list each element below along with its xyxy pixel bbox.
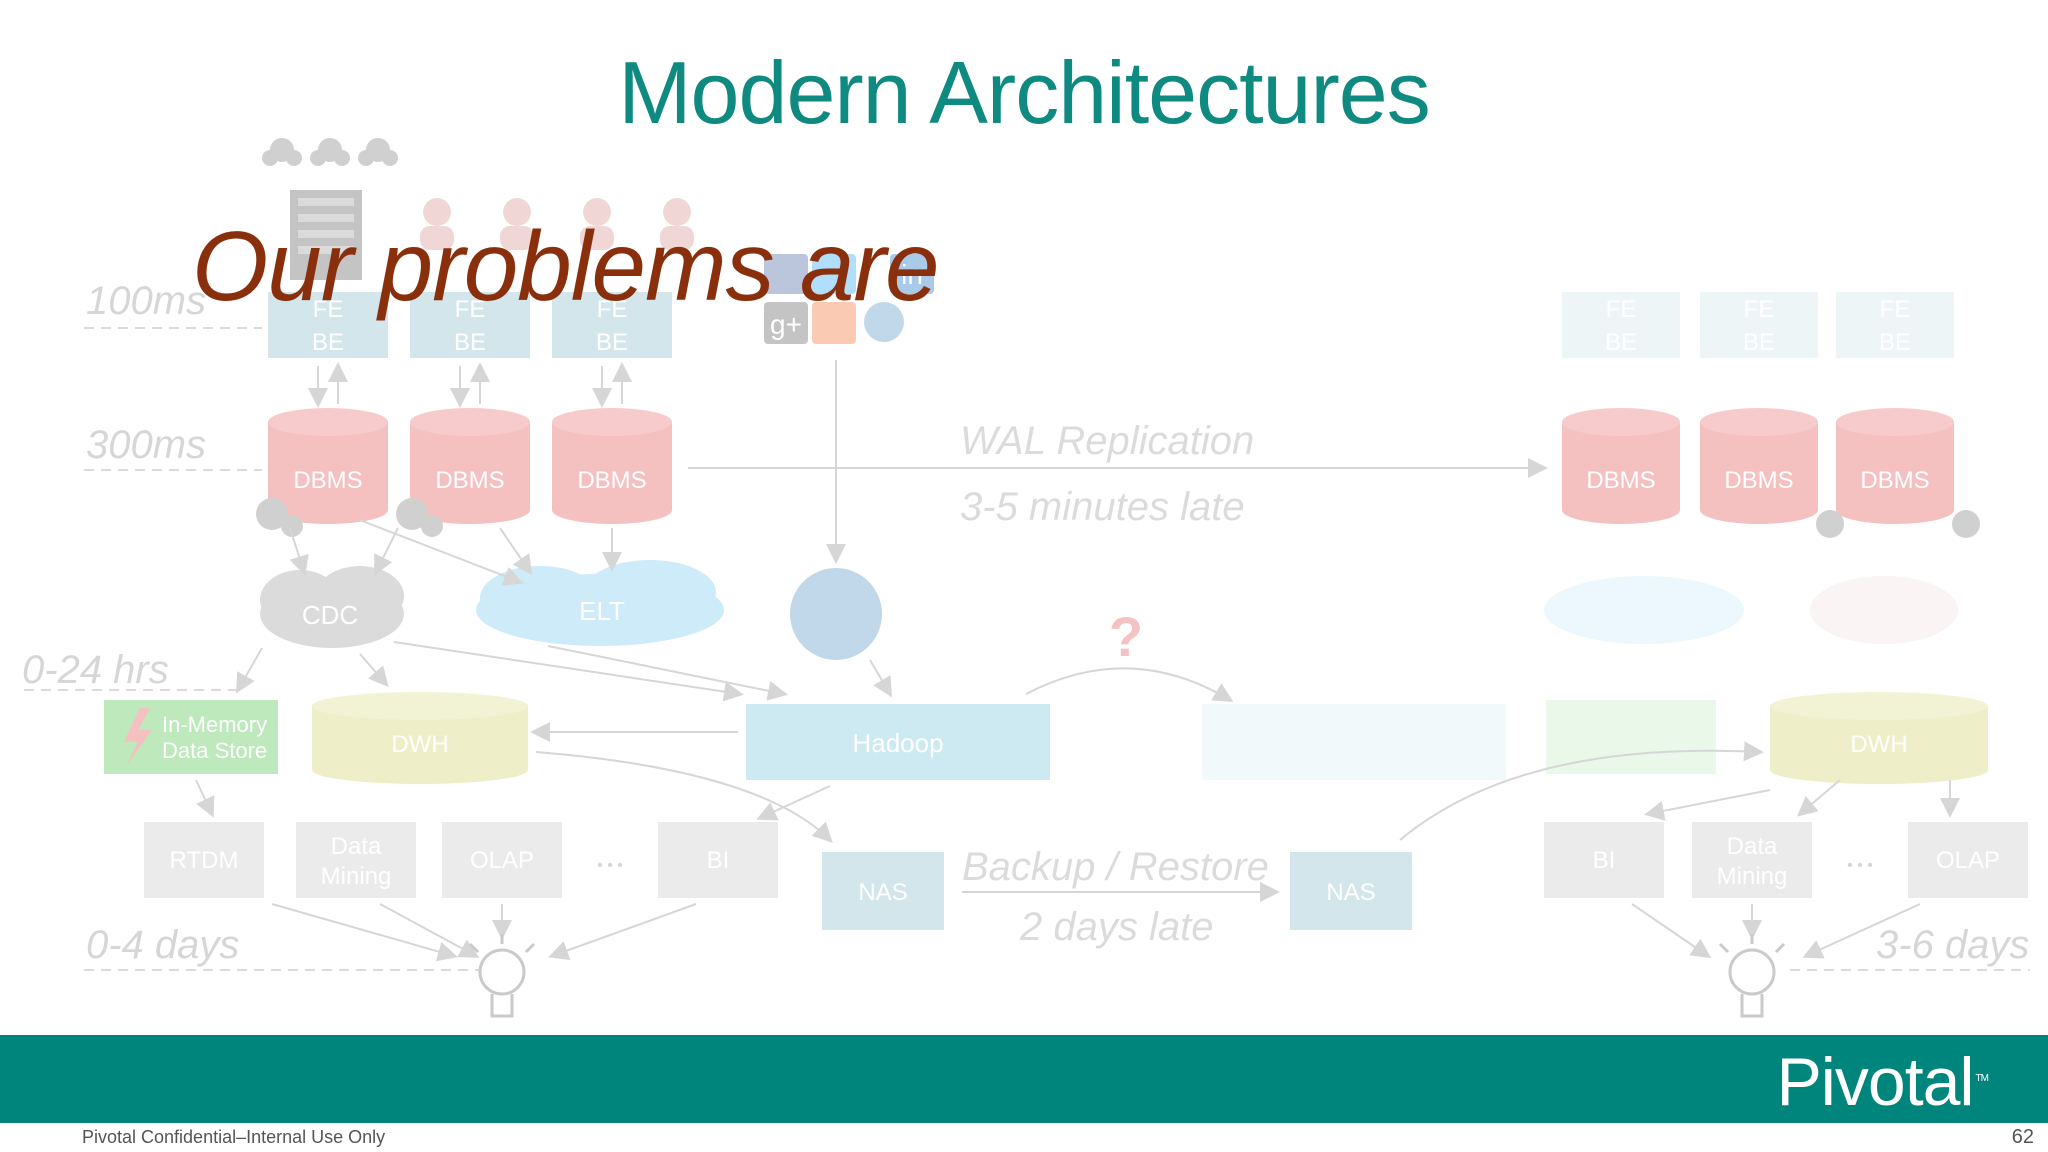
dwh-right bbox=[1770, 692, 1988, 784]
olap-label: OLAP bbox=[1936, 847, 2000, 874]
dwh-left bbox=[312, 692, 528, 784]
latency-label-3-6days: 3-6 days bbox=[1876, 923, 2029, 967]
nas-box-right bbox=[1290, 852, 1412, 930]
dbms-cylinders-left: DBMS DBMS DBMS bbox=[268, 408, 672, 524]
dbms-label: DBMS bbox=[1586, 467, 1655, 494]
ellipsis-label: • • • bbox=[1847, 857, 1873, 874]
backup-delay: 2 days late bbox=[1019, 905, 1213, 949]
latency-label-300ms: 300ms bbox=[86, 423, 206, 467]
cdc-cloud bbox=[260, 566, 404, 648]
olap-label: OLAP bbox=[470, 847, 534, 874]
dbms-label: DBMS bbox=[1724, 467, 1793, 494]
fe-label: FE bbox=[1880, 296, 1911, 323]
report-boxes-right bbox=[1544, 822, 2028, 898]
overlay-text: Our problems are bbox=[192, 211, 940, 321]
latency-label-100ms: 100ms bbox=[86, 279, 206, 323]
lightbulb-icon bbox=[468, 934, 536, 1018]
logo-trademark: TM bbox=[1975, 1073, 1989, 1085]
data-mining-label: Data bbox=[331, 833, 382, 860]
page-number: 62 bbox=[2011, 1126, 2034, 1148]
be-label: BE bbox=[454, 329, 486, 356]
right-clouds bbox=[1544, 576, 1958, 644]
latency-label-0-4days: 0-4 days bbox=[86, 923, 239, 967]
data-mining-label: Data bbox=[1727, 833, 1778, 860]
be-label: BE bbox=[1605, 329, 1637, 356]
wal-delay: 3-5 minutes late bbox=[960, 485, 1245, 529]
fe-be-group-left: FE BE FE BE FE BE bbox=[268, 292, 672, 358]
in-memory-label: Data Store bbox=[162, 738, 267, 763]
report-boxes-left bbox=[144, 822, 778, 898]
nas-box-left bbox=[822, 852, 944, 930]
bi-label: BI bbox=[1593, 847, 1616, 874]
be-label: BE bbox=[312, 329, 344, 356]
fe-label: FE bbox=[455, 296, 486, 323]
latency-label-0-24hrs: 0-24 hrs bbox=[22, 648, 169, 692]
question-mark: ? bbox=[1109, 605, 1143, 668]
dbms-label: DBMS bbox=[293, 467, 362, 494]
cdc-label: CDC bbox=[302, 600, 358, 630]
data-mining-label: Mining bbox=[321, 863, 392, 890]
gear-icon bbox=[256, 498, 1980, 538]
dbms-cylinders-right: DBMS DBMS DBMS bbox=[1562, 408, 1954, 524]
fe-label: FE bbox=[1606, 296, 1637, 323]
fe-label: FE bbox=[1744, 296, 1775, 323]
nas-label: NAS bbox=[858, 879, 907, 906]
be-label: BE bbox=[1879, 329, 1911, 356]
hadoop-label: Hadoop bbox=[852, 728, 943, 758]
fe-be-group-right: FE BE FE BE FE BE bbox=[1562, 292, 1954, 358]
elt-label: ELT bbox=[579, 596, 625, 626]
backup-title: Backup / Restore bbox=[962, 845, 1269, 889]
hadoop-box-right bbox=[1202, 704, 1506, 780]
nas-label: NAS bbox=[1326, 879, 1375, 906]
be-label: BE bbox=[1743, 329, 1775, 356]
confidential-notice: Pivotal Confidential–Internal Use Only bbox=[82, 1127, 386, 1147]
be-label: BE bbox=[596, 329, 628, 356]
dwh-label: DWH bbox=[391, 731, 448, 758]
hadoop-box bbox=[746, 704, 1050, 780]
rtdm-label: RTDM bbox=[170, 847, 239, 874]
wal-title: WAL Replication bbox=[960, 419, 1254, 463]
social-icons: in g+ bbox=[764, 254, 934, 344]
logo-text: Pivotal bbox=[1776, 1044, 1974, 1120]
dbms-label: DBMS bbox=[577, 467, 646, 494]
user-avatars-icon bbox=[420, 198, 694, 250]
in-memory-store bbox=[104, 700, 278, 774]
lightning-icon bbox=[124, 708, 152, 766]
in-memory-label: In-Memory bbox=[162, 712, 267, 737]
users-cluster-icon bbox=[262, 138, 398, 166]
in-memory-store-right bbox=[1546, 700, 1716, 774]
lightbulb-icon bbox=[1718, 934, 1786, 1018]
dbms-label: DBMS bbox=[435, 467, 504, 494]
fe-label: FE bbox=[597, 296, 628, 323]
server-rack-icon bbox=[290, 190, 362, 280]
gplus-label: g+ bbox=[770, 309, 802, 340]
ellipsis-label: • • • bbox=[597, 857, 623, 874]
slide-title: Modern Architectures bbox=[618, 43, 1431, 142]
bi-label: BI bbox=[707, 847, 730, 874]
fe-label: FE bbox=[313, 296, 344, 323]
data-mining-label: Mining bbox=[1717, 863, 1788, 890]
dbms-label: DBMS bbox=[1860, 467, 1929, 494]
linkedin-label: in bbox=[901, 259, 923, 290]
dwh-label: DWH bbox=[1850, 731, 1907, 758]
stream-processing-icon bbox=[790, 568, 882, 660]
